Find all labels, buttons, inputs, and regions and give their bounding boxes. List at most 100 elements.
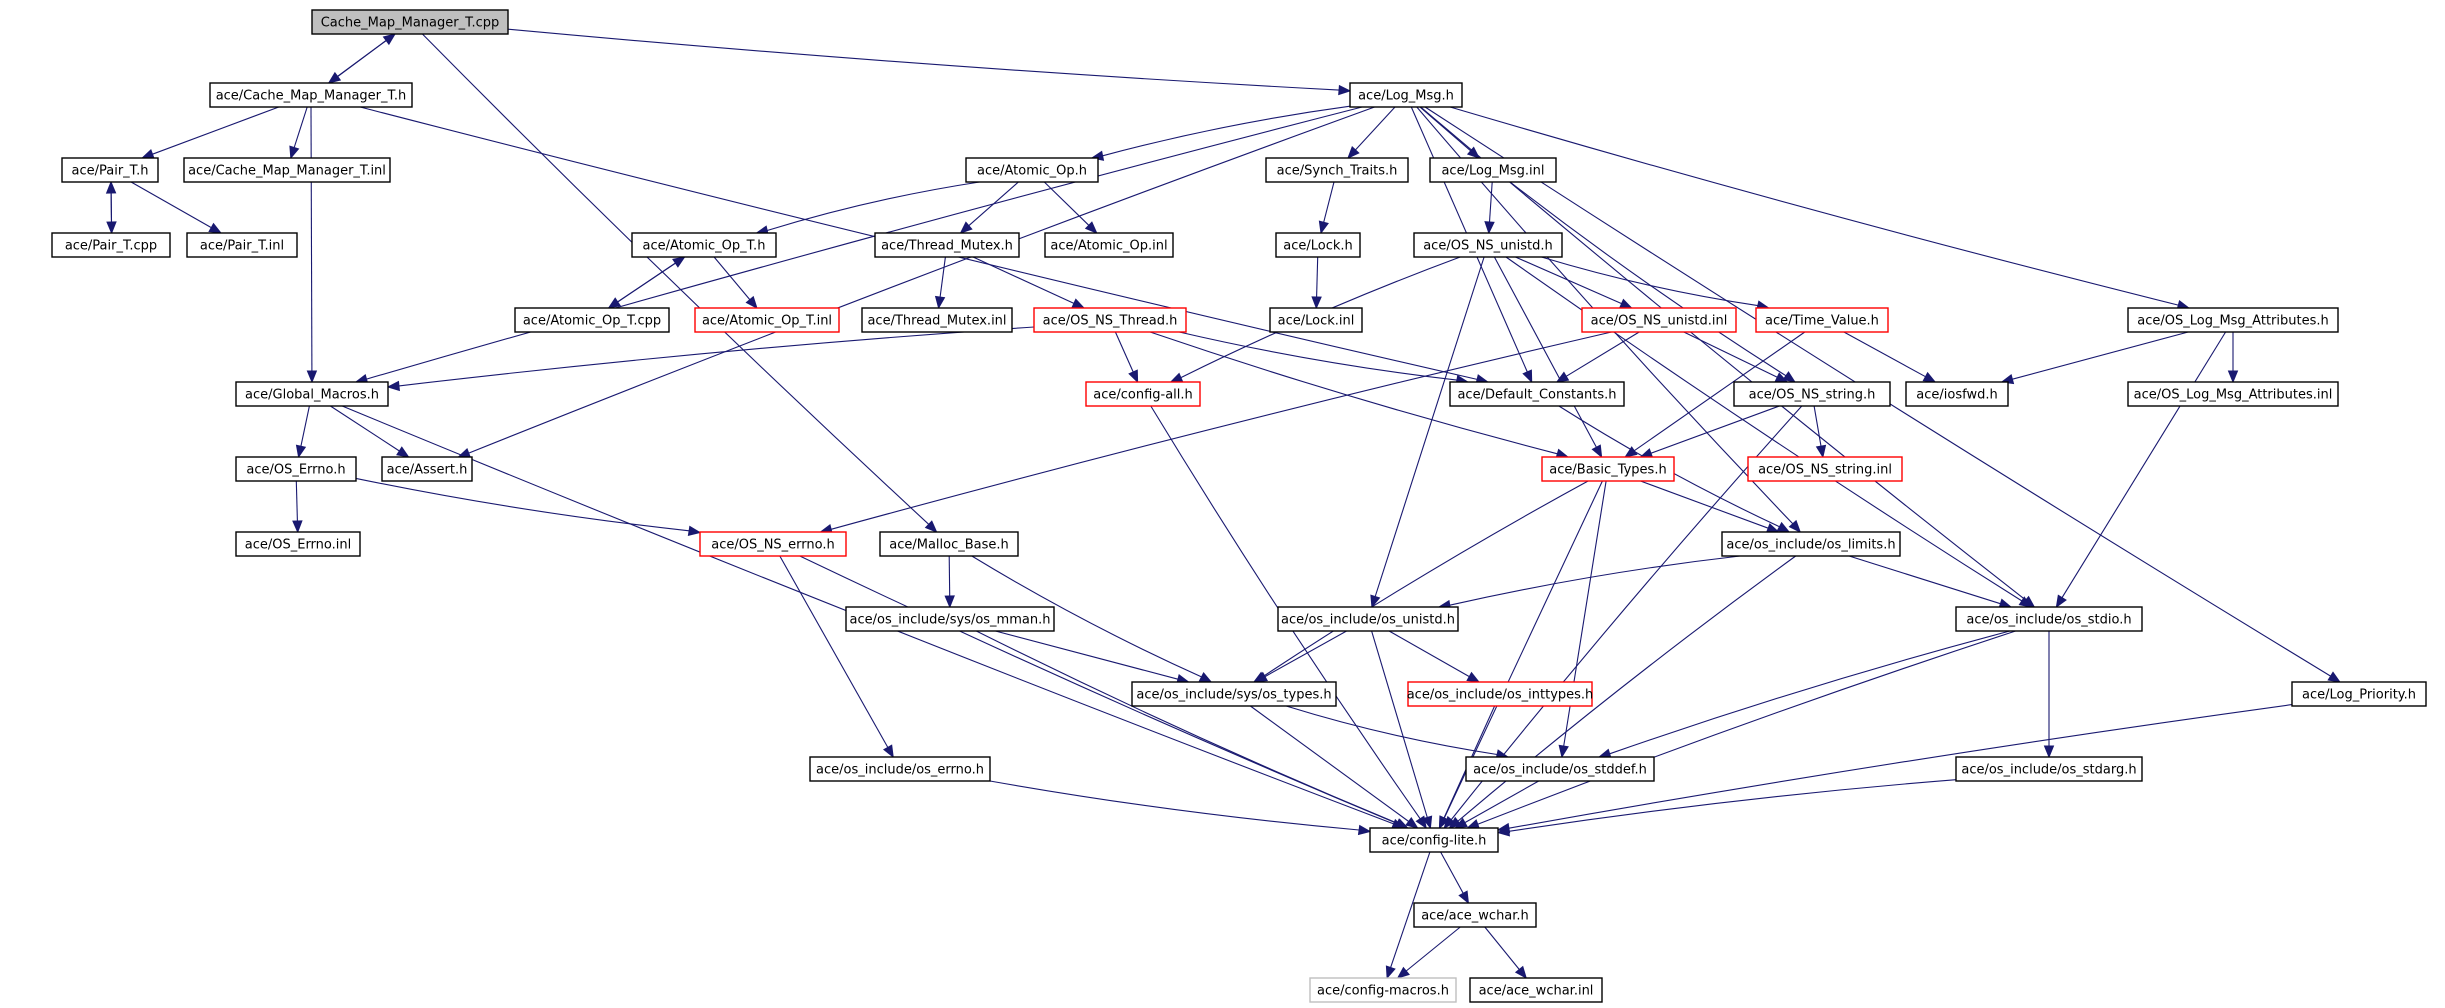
node-osthread[interactable]: ace/OS_NS_Thread.h [1033,307,1187,333]
node-label: ace/config-lite.h [1382,834,1487,849]
node-oserrnoh[interactable]: ace/os_include/os_errno.h [809,756,991,782]
node-root: Cache_Map_Manager_T.cpp [311,9,509,35]
node-label: ace/Atomic_Op_T.inl [702,314,832,329]
node-defconst[interactable]: ace/Default_Constants.h [1449,381,1625,407]
dependency-edge-acewchar-to-configmacros [1396,926,1461,979]
node-osinclunistd[interactable]: ace/os_include/os_unistd.h [1277,606,1459,632]
node-threadmutexinl[interactable]: ace/Thread_Mutex.inl [861,307,1013,333]
edge-arrowhead [1347,146,1360,159]
dependency-edge-logmsg-to-synch [1347,106,1396,159]
node-logmsginl[interactable]: ace/Log_Msg.inl [1429,157,1557,183]
node-atomicop[interactable]: ace/Atomic_Op.h [965,157,1099,183]
node-box [61,157,159,183]
dependency-edge-osinclunistd-to-osinttypes [1388,630,1481,683]
node-osinttypes[interactable]: ace/os_include/os_inttypes.h [1407,681,1594,707]
node-box [699,531,847,557]
node-label: ace/Cache_Map_Manager_T.h [216,89,407,104]
node-label: ace/Atomic_Op_T.h [643,239,766,254]
node-osnserrno[interactable]: ace/OS_NS_errno.h [699,531,847,557]
node-label: ace/os_include/os_stdarg.h [1961,763,2136,778]
node-osunistdinl[interactable]: ace/OS_NS_unistd.inl [1581,307,1737,333]
dependency-edge-acewchar-to-acewcharinl [1484,926,1528,980]
node-configlite[interactable]: ace/config-lite.h [1369,827,1499,853]
node-synch[interactable]: ace/Synch_Traits.h [1265,157,1409,183]
node-osunistd[interactable]: ace/OS_NS_unistd.h [1413,232,1563,258]
edge-line [948,555,951,597]
node-box [2127,381,2339,407]
edge-line [295,480,298,522]
edge-line [1371,630,1428,818]
dependency-edge-osinclunistd-to-ostypes [1254,630,1347,683]
node-osstddef[interactable]: ace/os_include/os_stddef.h [1465,756,1655,782]
edge-arrowhead [1619,298,1633,309]
dependency-edge-cmmh-to-root [328,33,397,84]
node-box [235,456,357,482]
node-timevalue[interactable]: ace/Time_Value.h [1755,307,1889,333]
node-osstringinl[interactable]: ace/OS_NS_string.inl [1747,456,1903,482]
node-acewchar[interactable]: ace/ace_wchar.h [1413,902,1537,928]
node-osmman[interactable]: ace/os_include/sys/os_mman.h [845,606,1055,632]
node-label: ace/os_include/os_limits.h [1726,538,1895,553]
edge-line [971,555,1202,678]
node-iosfwd[interactable]: ace/iosfwd.h [1905,381,2009,407]
edge-line [767,181,980,232]
node-label: ace/Default_Constants.h [1457,388,1616,403]
node-atomicopt[interactable]: ace/Atomic_Op_T.h [631,232,777,258]
edge-arrowhead [1128,369,1139,384]
node-threadmutex[interactable]: ace/Thread_Mutex.h [874,232,1020,258]
edge-line [1609,630,2011,755]
edge-line [1179,331,1457,381]
node-oslogattrinl[interactable]: ace/OS_Log_Msg_Attributes.inl [2127,381,2339,407]
node-label: ace/Thread_Mutex.h [881,239,1013,254]
edge-arrowhead [1254,671,1268,683]
edge-line [507,28,1340,91]
node-atomicopinl[interactable]: ace/Atomic_Op.inl [1044,232,1174,258]
node-oserrnoinl[interactable]: ace/OS_Errno.inl [235,531,361,557]
dependency-edge-oserrno-to-oserrnoinl [292,480,303,534]
edge-line [1263,480,1589,677]
edge-arrowhead [1311,296,1322,310]
node-cmmh[interactable]: ace/Cache_Map_Manager_T.h [209,82,413,108]
edge-arrowhead [2327,671,2342,683]
node-osstring[interactable]: ace/OS_NS_string.h [1733,381,1891,407]
node-ostypes[interactable]: ace/os_include/sys/os_types.h [1131,681,1337,707]
node-label: ace/OS_Log_Msg_Attributes.h [2137,314,2328,329]
edge-arrowhead [1782,371,1796,383]
node-atomicoptinl[interactable]: ace/Atomic_Op_T.inl [694,307,840,333]
edge-arrowhead [1318,220,1329,235]
node-box [1413,232,1563,258]
node-cmminl[interactable]: ace/Cache_Map_Manager_T.inl [183,157,391,183]
edge-arrowhead [745,295,758,310]
node-mallocbase[interactable]: ace/Malloc_Base.h [879,531,1019,557]
node-osstdarg[interactable]: ace/os_include/os_stdarg.h [1955,756,2143,782]
node-pairinl[interactable]: ace/Pair_T.inl [186,232,298,258]
edge-line [608,262,676,309]
node-label: ace/config-all.h [1093,388,1193,403]
dependency-edge-globalmacros-to-assert [330,405,410,458]
node-box [1955,756,2143,782]
node-basictypes[interactable]: ace/Basic_Types.h [1541,456,1675,482]
node-oslogattr[interactable]: ace/OS_Log_Msg_Attributes.h [2127,307,2339,333]
node-lock[interactable]: ace/Lock.h [1275,232,1361,258]
node-atomicoptcpp[interactable]: ace/Atomic_Op_T.cpp [514,307,670,333]
node-osstdio[interactable]: ace/os_include/os_stdio.h [1955,606,2143,632]
node-pairh[interactable]: ace/Pair_T.h [61,157,159,183]
node-lockinl[interactable]: ace/Lock.inl [1269,307,1363,333]
edge-arrowhead [2055,594,2067,609]
node-logpriority[interactable]: ace/Log_Priority.h [2291,681,2427,707]
dependency-edge-osnserrno-to-oserrnoh [779,555,894,759]
dependency-edge-osunistd-to-osunistdinl [1515,256,1633,309]
node-label: ace/OS_NS_string.h [1749,388,1876,403]
node-configall[interactable]: ace/config-all.h [1085,381,1201,407]
node-globalmacros[interactable]: ace/Global_Macros.h [235,381,389,407]
edge-line [2012,331,2189,380]
node-paircpp[interactable]: ace/Pair_T.cpp [51,232,171,258]
edge-arrowhead [1458,890,1470,905]
node-oserrno[interactable]: ace/OS_Errno.h [235,456,357,482]
node-logmsg[interactable]: ace/Log_Msg.h [1349,82,1463,108]
node-box [1721,531,1901,557]
edge-line [328,40,387,84]
node-acewcharinl[interactable]: ace/ace_wchar.inl [1469,977,1603,1003]
node-oslimits[interactable]: ace/os_include/os_limits.h [1721,531,1901,557]
node-assert[interactable]: ace/Assert.h [381,456,473,482]
